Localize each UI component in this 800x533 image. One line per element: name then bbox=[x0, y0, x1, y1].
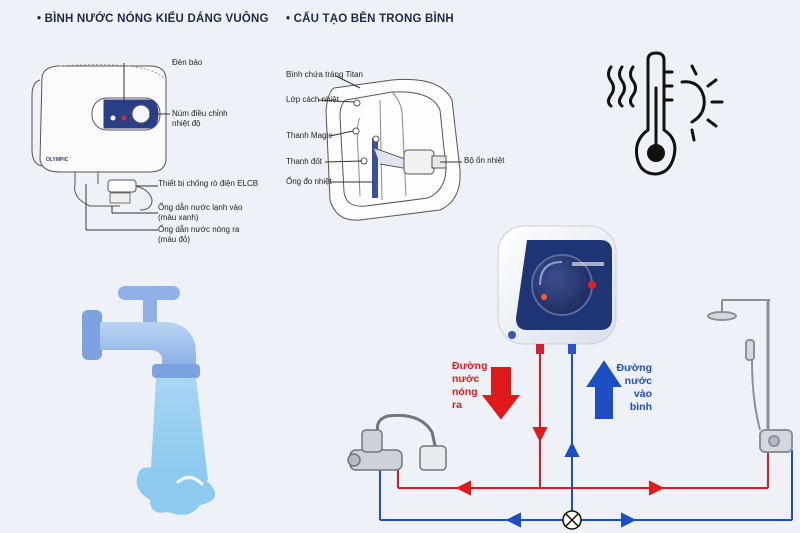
valve-icon bbox=[562, 510, 582, 530]
header-square-heater: • BÌNH NƯỚC NÓNG KIỂU DÁNG VUÔNG bbox=[37, 13, 269, 25]
label-insulation: Lớp cách nhiệt bbox=[286, 95, 339, 104]
label-hot-out-line1: Đường bbox=[452, 360, 488, 372]
heater-interior-sketch bbox=[317, 75, 462, 221]
water-heater-unit bbox=[497, 225, 617, 354]
label-thermo-tube: Ống đo nhiệt bbox=[286, 177, 332, 186]
header-inner-structure: • CẤU TẠO BÊN TRONG BÌNH bbox=[286, 13, 454, 25]
heater-exterior-sketch bbox=[31, 63, 170, 231]
label-hot-out-line3: nóng bbox=[452, 386, 478, 398]
label-hot-out-line4: ra bbox=[452, 399, 462, 411]
label-hot-pipe-line2: (màu đỏ) bbox=[158, 235, 191, 244]
label-cold-pipe-line1: Ống dẫn nước lạnh vào bbox=[158, 203, 243, 212]
brand-logo-text: OLYMPIC bbox=[46, 157, 69, 163]
label-cold-pipe-line2: (màu xanh) bbox=[158, 213, 199, 222]
label-thermostat: Bộ ổn nhiệt bbox=[464, 156, 505, 165]
label-control-knob-line2: nhiệt độ bbox=[172, 119, 201, 128]
shower-icon bbox=[707, 299, 793, 453]
label-control-knob-line1: Núm điều chỉnh bbox=[172, 109, 228, 118]
mixer-tap-icon bbox=[347, 413, 447, 471]
label-control-knob: Núm điều chỉnh nhiệt độ bbox=[172, 109, 228, 129]
label-cold-in-line3: vào bbox=[633, 388, 652, 400]
label-elcb: Thiết bị chống rò điện ELCB bbox=[158, 179, 259, 188]
faucet-icon bbox=[82, 286, 216, 515]
label-cold-in-line2: nước bbox=[624, 375, 652, 387]
label-cold-in-line4: bình bbox=[629, 401, 652, 413]
label-indicator-light: Đèn báo bbox=[172, 58, 203, 67]
hot-water-pipe bbox=[397, 354, 769, 496]
label-cold-pipe: Ống dẫn nước lạnh vào (màu xanh) bbox=[158, 203, 242, 223]
label-magnesium-rod: Thanh Magie bbox=[286, 131, 333, 140]
label-hot-pipe-line1: Ống dẫn nước nóng ra bbox=[158, 225, 240, 234]
label-hot-out-line2: nước bbox=[452, 373, 480, 385]
thermometer-sun-icon bbox=[607, 51, 724, 176]
label-tank: Bình chứa tráng Titan bbox=[286, 70, 363, 79]
label-cold-in: Đường nước vào bình bbox=[612, 362, 652, 414]
label-heating-element: Thanh đốt bbox=[286, 157, 323, 166]
label-hot-pipe: Ống dẫn nước nóng ra (màu đỏ) bbox=[158, 225, 239, 245]
cold-water-pipe bbox=[379, 354, 793, 528]
label-hot-out: Đường nước nóng ra bbox=[452, 360, 487, 412]
label-cold-in-line1: Đường bbox=[616, 362, 652, 374]
